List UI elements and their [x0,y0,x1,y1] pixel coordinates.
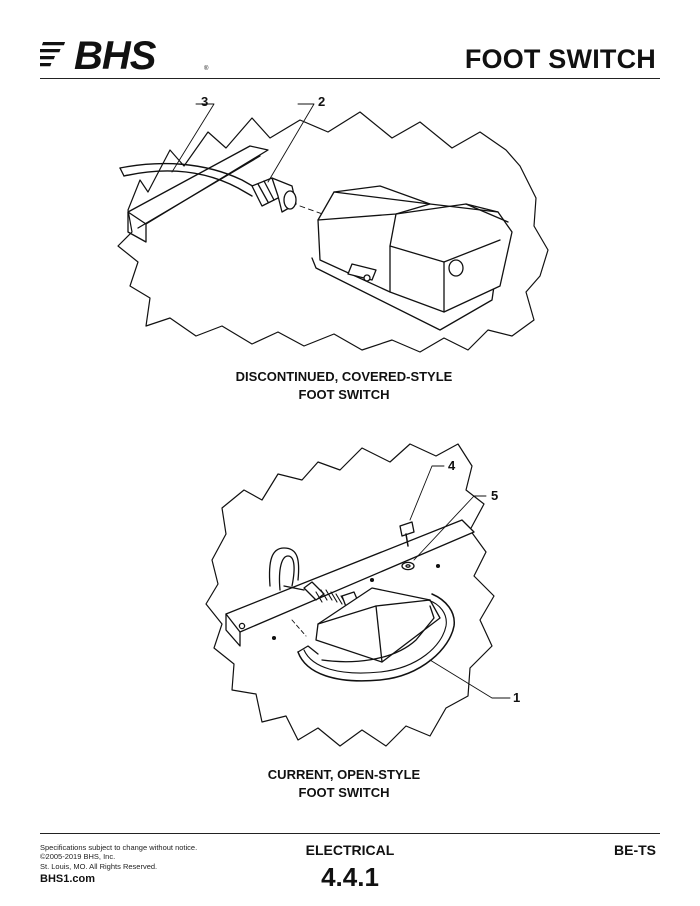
caption-covered-line1: DISCONTINUED, COVERED-STYLE [235,369,453,384]
page-number: 4.4.1 [321,862,379,892]
callout-5: 5 [491,488,499,503]
caption-covered-line2: FOOT SWITCH [298,387,390,402]
footer-note: Specifications subject to change without… [40,843,198,852]
caption-open-switch: CURRENT, OPEN-STYLE FOOT SWITCH [144,766,544,802]
callout-4: 4 [448,458,456,473]
footer-note: ©2005-2019 BHS, Inc. [40,852,116,862]
header-rule [40,78,660,79]
document-id: BE-TS [614,842,656,858]
caption-open-line1: CURRENT, OPEN-STYLE [267,767,421,782]
bhs-logo: BHS ® [40,34,209,74]
footer-note: St. Louis, MO. All Rights Reserved. [40,861,158,871]
footer-rule [40,833,660,834]
covered-foot-switch-illustration [117,111,549,353]
website-link[interactable]: BHS1.com [40,873,96,885]
footer-notes: Specifications subject to change without… [40,843,197,871]
open-foot-switch-illustration [205,443,495,747]
caption-open-line2: FOOT SWITCH [298,785,390,800]
callout-1: 1 [513,690,521,705]
document-title: FOOT SWITCH [464,44,656,74]
section-name: ELECTRICAL [305,842,395,858]
logo-lettering: BHS [74,34,157,74]
callout-3: 3 [201,94,209,109]
svg-text:®: ® [204,65,209,72]
caption-covered-switch: DISCONTINUED, COVERED-STYLE FOOT SWITCH [144,368,544,404]
callout-2: 2 [318,94,326,109]
